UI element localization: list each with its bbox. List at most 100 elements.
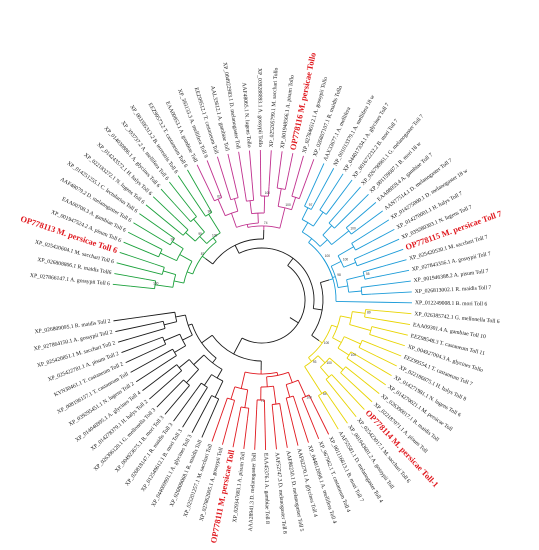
internal-arc: [286, 379, 299, 386]
internal-branch: [284, 170, 290, 190]
internal-branch: [276, 372, 279, 376]
leaf-branch: [160, 188, 175, 205]
internal-branch: [227, 190, 232, 200]
internal-branch: [231, 400, 235, 411]
leaf-branch: [344, 186, 361, 206]
leaf-branch: [232, 425, 238, 448]
internal-arc: [322, 234, 332, 245]
internal-branch: [141, 327, 166, 336]
leaf-branch: [372, 228, 395, 242]
internal-branch: [163, 333, 181, 342]
leaf-branch: [168, 181, 191, 210]
clade-stem: [318, 340, 323, 344]
internal-branch: [153, 336, 163, 342]
internal-branch: [337, 285, 348, 288]
leaf-branch: [278, 151, 283, 179]
internal-arc: [304, 205, 312, 210]
internal-arc: [174, 312, 178, 322]
backbone-branch: [313, 308, 323, 311]
leaf-branch: [125, 353, 145, 364]
leaf-branch: [201, 420, 210, 438]
leaf-branch: [187, 169, 208, 204]
internal-arc: [183, 379, 190, 386]
internal-branch: [163, 270, 176, 275]
leaf-label: AAF48065.1 N. lugens Tollo: [240, 82, 251, 148]
internal-arc: [340, 366, 346, 373]
internal-branch: [217, 198, 226, 216]
bootstrap-label: 98: [337, 273, 341, 277]
internal-branch: [310, 192, 321, 210]
bootstrap-label: 100: [265, 191, 271, 195]
internal-branch: [143, 343, 166, 355]
internal-branch: [350, 351, 360, 358]
bootstrap-label: 100: [306, 395, 312, 399]
internal-branch: [322, 225, 333, 236]
internal-branch: [158, 227, 175, 239]
internal-branch: [362, 339, 372, 345]
internal-branch: [285, 384, 291, 398]
bootstrap-label: 100: [350, 227, 356, 231]
leaf-label: XP_027866147.1 A. gossypii Toll 6: [30, 273, 111, 287]
internal-branch: [331, 374, 349, 393]
bootstrap-label: 74: [264, 221, 268, 225]
internal-branch: [346, 275, 365, 281]
internal-arc: [308, 242, 333, 278]
leaf-branch: [116, 262, 140, 269]
internal-branch: [308, 394, 314, 405]
internal-arc: [236, 222, 259, 228]
tree-branches: [112, 150, 412, 450]
internal-branch: [346, 357, 363, 370]
internal-branch: [324, 390, 332, 400]
leaf-branch: [149, 376, 175, 400]
internal-branch: [263, 399, 266, 424]
leaf-branch: [374, 269, 410, 278]
internal-branch: [208, 214, 221, 234]
internal-branch: [331, 230, 350, 245]
leaf-branch: [264, 423, 267, 450]
leaf-branch: [364, 381, 380, 394]
internal-branch: [369, 334, 388, 341]
leaf-branch: [371, 343, 402, 357]
leaf-branch: [288, 153, 294, 171]
internal-arc: [206, 232, 221, 244]
leaf-branch: [380, 301, 412, 304]
leaf-branch: [164, 392, 184, 415]
bootstrap-label: 95: [198, 232, 202, 236]
internal-arc: [351, 243, 356, 251]
bootstrap-label: 62: [217, 194, 221, 198]
leaf-branch: [112, 283, 131, 287]
internal-arc: [277, 187, 286, 190]
internal-arc: [234, 386, 248, 391]
leaf-label: AAA28941.3 D. melanogaster Toll: [248, 452, 258, 531]
leaf-branch: [211, 415, 222, 442]
internal-branch: [352, 311, 366, 314]
internal-branch: [364, 316, 375, 320]
internal-branch: [175, 228, 184, 236]
clade-stem: [202, 255, 206, 259]
internal-branch: [301, 222, 309, 233]
internal-branch: [230, 386, 236, 400]
internal-branch: [212, 237, 217, 243]
internal-branch: [160, 252, 177, 262]
leaf-branch: [359, 219, 390, 239]
internal-branch: [291, 197, 297, 210]
internal-branch: [331, 261, 342, 267]
internal-branch: [335, 300, 381, 303]
internal-branch: [351, 222, 367, 235]
internal-branch: [231, 213, 237, 228]
internal-branch: [173, 280, 184, 284]
internal-branch: [318, 395, 329, 413]
backbone-arc: [238, 247, 315, 309]
internal-branch: [361, 283, 386, 288]
internal-branch: [234, 198, 239, 212]
leaf-branch: [114, 273, 146, 280]
internal-branch: [153, 320, 164, 324]
leaf-branch: [327, 411, 339, 430]
internal-arc: [362, 271, 366, 280]
leaf-branch: [384, 280, 411, 285]
internal-branch: [199, 236, 208, 244]
internal-branch: [212, 357, 217, 364]
leaf-branch: [283, 427, 288, 448]
leaf-branch: [331, 386, 357, 418]
leaf-branch: [387, 339, 405, 347]
